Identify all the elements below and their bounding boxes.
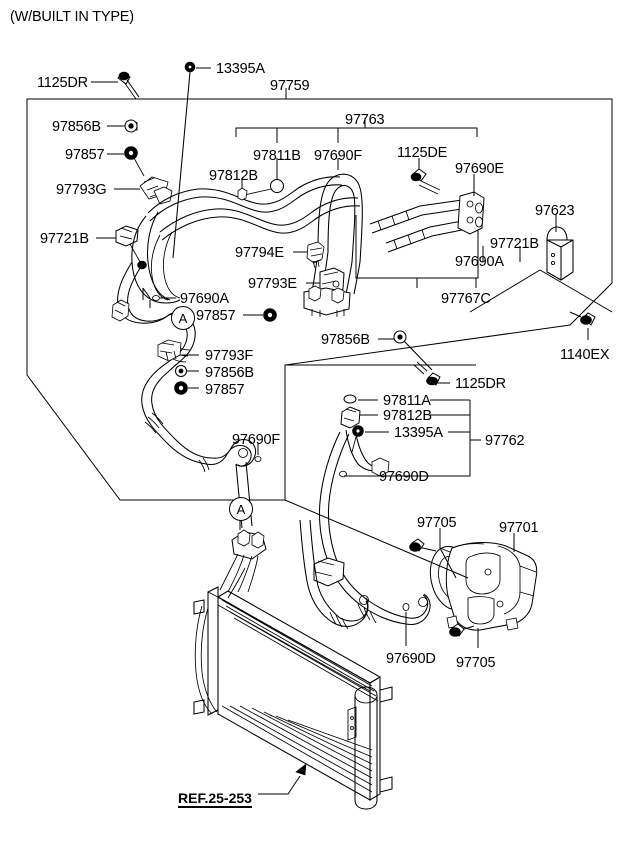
pipes-to-condenser — [219, 461, 267, 599]
label-1140EX: 1140EX — [560, 347, 610, 363]
fastener-13395A-top — [172, 61, 211, 259]
label-97762: 97762 — [485, 433, 525, 449]
label-97701: 97701 — [499, 520, 539, 536]
leader-97705-upper-inner — [439, 547, 457, 579]
label-97811A: 97811A — [383, 393, 431, 409]
label-97721B-left: 97721B — [40, 231, 89, 247]
label-97690E: 97690E — [455, 161, 504, 177]
callout-mark-a-upper: A — [171, 306, 195, 330]
label-97812B-top: 97812B — [209, 168, 258, 184]
label-97811B: 97811B — [253, 148, 301, 164]
label-1125DR-mid: 1125DR — [455, 376, 506, 392]
grommet-97690E — [473, 174, 483, 228]
fastener-97705-lower — [449, 623, 479, 648]
connector-97721B-left — [96, 225, 147, 270]
label-97690F-top: 97690F — [314, 148, 362, 164]
label-97856B-top: 97856B — [52, 119, 101, 135]
fastener-97857-top — [107, 146, 145, 177]
callout-mark-a-lower: A — [229, 497, 253, 521]
label-97794E: 97794E — [235, 245, 284, 261]
fastener-97857-lowleft — [174, 381, 199, 395]
component-97701-compressor — [429, 542, 538, 631]
pipe-right-97690E — [369, 191, 485, 253]
label-13395A-low: 13395A — [394, 425, 443, 441]
ref-arrow — [258, 763, 307, 795]
leader-97690D-upper — [339, 470, 374, 478]
leader-97690A-left — [142, 287, 176, 301]
component-condenser — [193, 586, 393, 810]
label-97690A-left: 97690A — [180, 291, 229, 307]
label-97857-top: 97857 — [65, 147, 105, 163]
hose-97690D-condenser — [299, 519, 369, 630]
label-97857-low: 97857 — [205, 382, 245, 398]
label-97856B-mid: 97856B — [321, 332, 370, 348]
component-97623 — [546, 214, 574, 281]
label-97705-lower: 97705 — [456, 655, 496, 671]
label-97623: 97623 — [535, 203, 575, 219]
page-title: (W/BUILT IN TYPE) — [10, 9, 134, 25]
pipe-97762-assembly — [313, 406, 431, 625]
label-97690D-lower: 97690D — [386, 651, 436, 667]
label-97793F: 97793F — [205, 348, 253, 364]
leader-97690D-low — [402, 603, 410, 646]
manifold-block-upper — [303, 285, 351, 317]
clamp-97793F — [157, 339, 199, 362]
assembly-tie-line — [469, 269, 613, 313]
leader-97690F-low — [254, 443, 262, 462]
label-97812B-low: 97812B — [383, 408, 432, 424]
label-97759: 97759 — [270, 78, 310, 94]
accumulator-left-assembly — [111, 211, 257, 473]
bracket-97763 — [235, 118, 478, 143]
fitting-97812B-top — [237, 178, 248, 201]
label-97705-upper: 97705 — [417, 515, 457, 531]
label-97690A-right: 97690A — [455, 254, 504, 270]
fastener-13395A-low — [351, 425, 389, 453]
fastener-1140EX — [569, 311, 596, 340]
fastener-97857-mid — [243, 308, 277, 322]
label-97721B-right: 97721B — [490, 236, 539, 252]
clip-97794E — [293, 241, 325, 269]
label-97690D-upper: 97690D — [379, 469, 429, 485]
oring-97811A — [343, 394, 378, 404]
label-97763: 97763 — [345, 112, 385, 128]
bracket-97767C — [355, 215, 479, 288]
label-97856B-low: 97856B — [205, 365, 254, 381]
label-97690F-low: 97690F — [232, 432, 280, 448]
fastener-97856B-mid — [378, 330, 433, 371]
clamp-97793G — [114, 176, 173, 205]
leader-cross-long — [284, 499, 469, 579]
label-97793G: 97793G — [56, 182, 107, 198]
label-97767C: 97767C — [441, 291, 491, 307]
label-1125DE: 1125DE — [397, 145, 448, 161]
label-1125DR-top: 1125DR — [37, 75, 88, 91]
label-97857-mid: 97857 — [196, 308, 236, 324]
label-97793E: 97793E — [248, 276, 297, 292]
label-ref-25-253: REF.25-253 — [178, 790, 252, 808]
label-13395A-top: 13395A — [216, 61, 265, 77]
fastener-97856B-lowleft — [175, 365, 199, 377]
fastener-1125DR-mid — [413, 361, 450, 386]
fastener-1125DR-top — [91, 71, 140, 100]
pipe-main-upper — [147, 176, 361, 241]
fastener-1125DE — [410, 158, 441, 195]
fastener-97705-upper — [409, 528, 451, 553]
fastener-97856B-top — [107, 119, 138, 133]
